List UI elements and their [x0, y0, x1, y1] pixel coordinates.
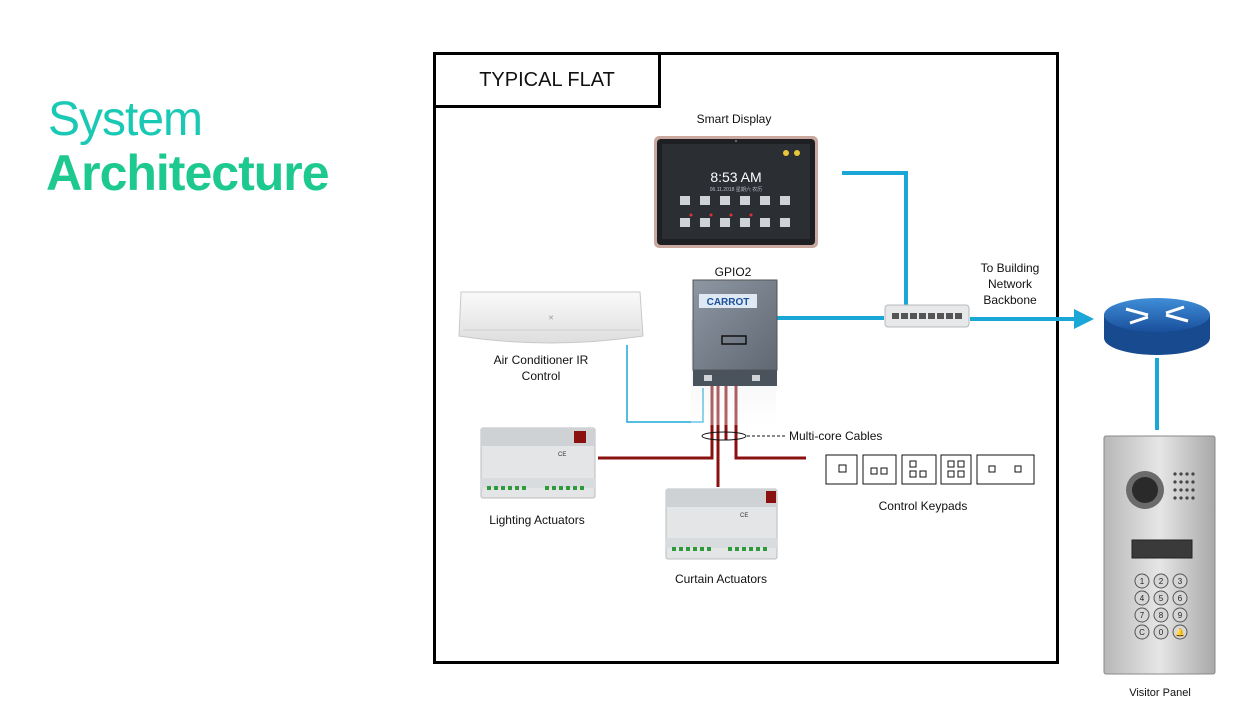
keypad-3	[901, 454, 937, 485]
visitor-key-label: 6	[1178, 594, 1183, 603]
keypad-5	[976, 454, 1035, 485]
gpio-device	[691, 279, 778, 425]
gpio-label: GPIO2	[714, 265, 752, 279]
visitor-keypad: 1 2 3 4 5 6 7 8 9C 0 🔔	[1134, 573, 1188, 640]
visitor-key-label: 9	[1178, 611, 1183, 620]
keypads-label: Control Keypads	[878, 499, 968, 513]
visitor-key-button	[1172, 624, 1188, 640]
ac-label-line2: Control	[521, 369, 561, 383]
ac-label-line1: Air Conditioner IR	[493, 353, 589, 367]
typical-flat-label-box	[433, 52, 661, 108]
visitor-key-button	[1153, 624, 1169, 640]
network-label-line1: To Building	[980, 261, 1040, 275]
control-keypads	[825, 454, 1035, 485]
page-title-line2: Architecture	[46, 145, 330, 201]
network-label-line3: Backbone	[983, 293, 1037, 307]
visitor-key-label: 8	[1159, 611, 1164, 620]
visitor-key-label: 2	[1159, 577, 1164, 586]
network-links	[775, 171, 1159, 430]
lighting-actuator-device: CE	[480, 427, 596, 499]
visitor-key-button	[1172, 607, 1188, 623]
smart-display-device	[654, 136, 818, 248]
visitor-key-button	[1134, 573, 1150, 589]
network-switch-device	[884, 304, 970, 328]
visitor-key-button	[1134, 590, 1150, 606]
visitor-key-button	[1153, 573, 1169, 589]
curtain-label: Curtain Actuators	[674, 572, 768, 586]
visitor-key-label: 4	[1140, 594, 1145, 603]
visitor-key-label: 1	[1140, 577, 1145, 586]
visitor-key-button	[1134, 607, 1150, 623]
visitor-key-label: 7	[1140, 611, 1145, 620]
visitor-key-label: 🔔	[1175, 628, 1185, 637]
visitor-key-button	[1153, 607, 1169, 623]
smart-display-label: Smart Display	[696, 112, 772, 126]
display-to-switch-link	[842, 171, 908, 308]
visitor-key-label: C	[1139, 628, 1145, 637]
keypad-2	[862, 454, 897, 485]
gpio-brand: CARROT	[707, 297, 750, 308]
lighting-label: Lighting Actuators	[489, 513, 585, 527]
display-time: 8:53 AM	[710, 169, 761, 185]
air-conditioner-device: ✕	[458, 291, 644, 344]
visitor-panel-label: Visitor Panel	[1129, 687, 1191, 699]
cable-bundle-ring	[701, 431, 747, 441]
visitor-key-button	[1134, 624, 1150, 640]
visitor-key-button	[1153, 590, 1169, 606]
multicore-label: Multi-core Cables	[789, 429, 883, 443]
network-label-line2: Network	[987, 277, 1032, 291]
curtain-actuator-device: CE	[665, 488, 778, 560]
router-device	[1104, 298, 1210, 355]
lighting-actuator-ce: CE	[558, 452, 566, 458]
visitor-key-label: 0	[1159, 628, 1164, 637]
curtain-actuator-ce: CE	[740, 513, 748, 519]
svg-text:✕: ✕	[548, 315, 554, 322]
visitor-key-button	[1172, 573, 1188, 589]
keypad-4	[940, 454, 972, 485]
visitor-key-button	[1172, 590, 1188, 606]
page-title-line1: System	[48, 93, 203, 146]
typical-flat-label: TYPICAL FLAT	[479, 68, 615, 91]
display-date: 06.11.2018 星期六 农历	[710, 186, 762, 193]
visitor-key-label: 5	[1159, 594, 1164, 603]
typical-flat-frame	[433, 52, 1059, 664]
visitor-key-label: 3	[1178, 577, 1183, 586]
